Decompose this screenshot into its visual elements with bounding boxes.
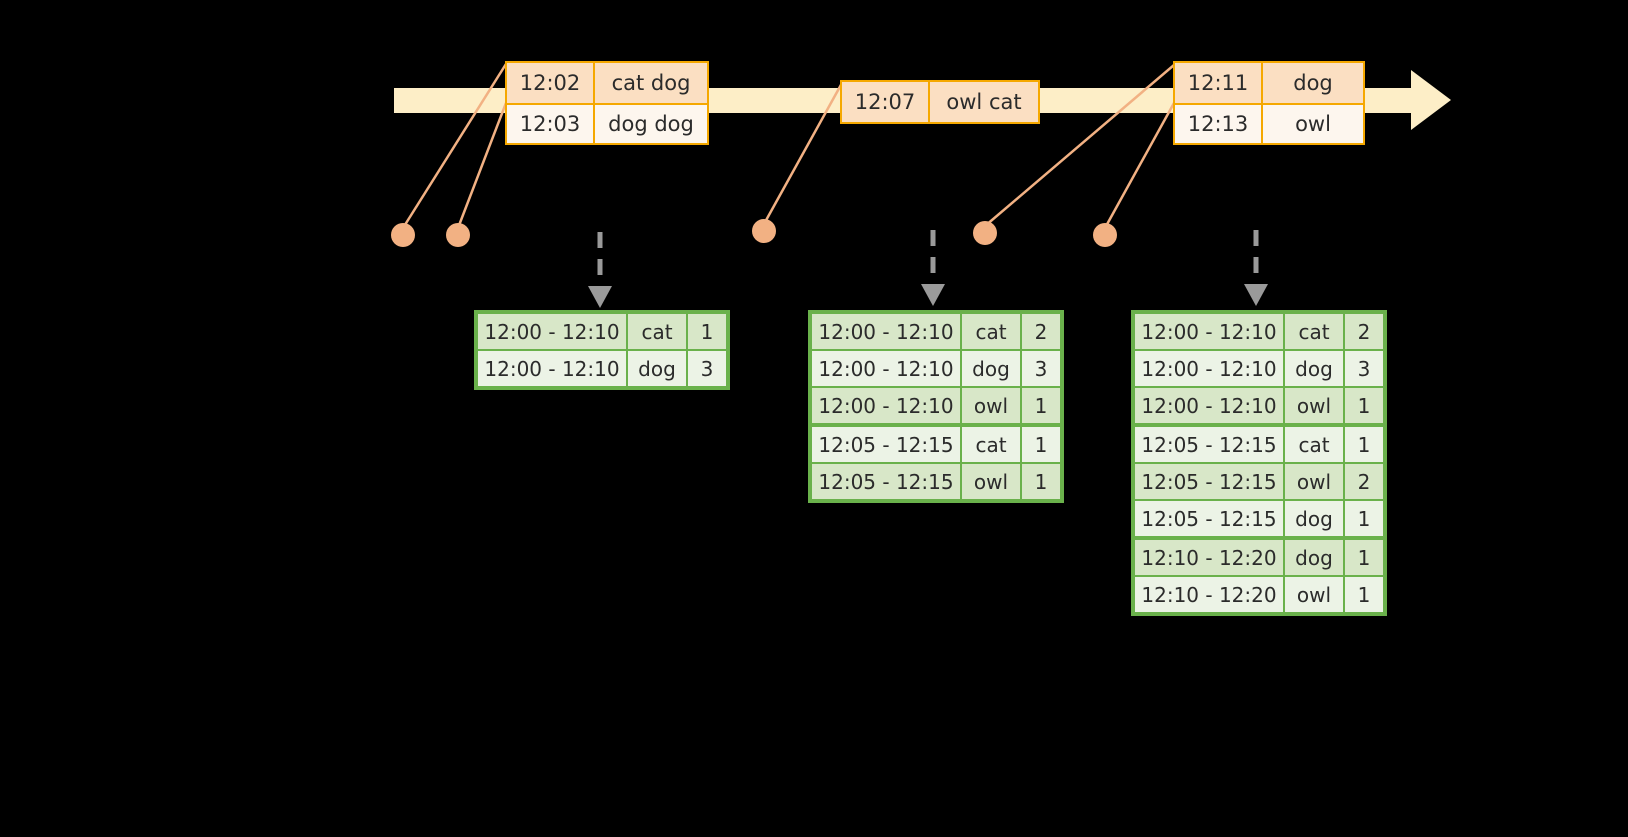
- count-cell: 1: [1345, 388, 1383, 423]
- word-cell: dog: [1285, 351, 1343, 386]
- dash-arrow-2: [918, 230, 948, 310]
- word-cell: owl: [1285, 464, 1343, 499]
- word-cell: cat: [962, 314, 1020, 349]
- window-cell: 12:00 - 12:10: [1135, 351, 1283, 386]
- event-words: owl cat: [930, 82, 1038, 122]
- event-time: 12:11: [1175, 63, 1263, 103]
- window-cell: 12:10 - 12:20: [1135, 540, 1283, 575]
- connector-line-5: [1103, 102, 1176, 229]
- count-cell: 2: [1022, 314, 1060, 349]
- count-cell: 2: [1345, 314, 1383, 349]
- word-cell: owl: [1285, 388, 1343, 423]
- stream-dot-2: [446, 223, 470, 247]
- event-time: 12:13: [1175, 105, 1263, 143]
- connector-line-2: [456, 102, 508, 229]
- word-cell: owl: [1285, 577, 1343, 612]
- stream-dot-5: [1093, 223, 1117, 247]
- stream-dot-3: [752, 219, 776, 243]
- window-cell: 12:05 - 12:15: [812, 464, 960, 499]
- word-cell: cat: [962, 427, 1020, 462]
- stream-dot-1: [391, 223, 415, 247]
- window-cell: 12:00 - 12:10: [1135, 314, 1283, 349]
- word-cell: dog: [628, 351, 686, 386]
- window-cell: 12:00 - 12:10: [478, 314, 626, 349]
- arrow-right-icon: [1411, 70, 1451, 130]
- word-cell: cat: [1285, 314, 1343, 349]
- stream-dot-4: [973, 221, 997, 245]
- word-cell: dog: [962, 351, 1020, 386]
- event-words: cat dog: [595, 63, 707, 103]
- window-cell: 12:05 - 12:15: [1135, 464, 1283, 499]
- word-cell: dog: [1285, 501, 1343, 536]
- event-words: dog: [1263, 63, 1363, 103]
- count-cell: 1: [1022, 388, 1060, 423]
- word-cell: cat: [1285, 427, 1343, 462]
- count-cell: 3: [1345, 351, 1383, 386]
- count-cell: 1: [1345, 577, 1383, 612]
- word-cell: owl: [962, 388, 1020, 423]
- count-cell: 1: [688, 314, 726, 349]
- count-cell: 2: [1345, 464, 1383, 499]
- window-cell: 12:10 - 12:20: [1135, 577, 1283, 612]
- count-cell: 1: [1022, 427, 1060, 462]
- window-cell: 12:05 - 12:15: [812, 427, 960, 462]
- count-cell: 3: [1022, 351, 1060, 386]
- event-time: 12:07: [842, 82, 930, 122]
- window-cell: 12:00 - 12:10: [812, 351, 960, 386]
- window-cell: 12:00 - 12:10: [478, 351, 626, 386]
- count-cell: 1: [1345, 427, 1383, 462]
- count-cell: 1: [1345, 540, 1383, 575]
- event-time: 12:03: [507, 105, 595, 143]
- window-cell: 12:00 - 12:10: [1135, 388, 1283, 423]
- word-cell: dog: [1285, 540, 1343, 575]
- window-cell: 12:00 - 12:10: [812, 314, 960, 349]
- window-cell: 12:05 - 12:15: [1135, 501, 1283, 536]
- event-time: 12:02: [507, 63, 595, 103]
- count-cell: 3: [688, 351, 726, 386]
- count-cell: 1: [1022, 464, 1060, 499]
- event-words: owl: [1263, 105, 1363, 143]
- count-cell: 1: [1345, 501, 1383, 536]
- window-cell: 12:05 - 12:15: [1135, 427, 1283, 462]
- event-words: dog dog: [595, 105, 707, 143]
- window-cell: 12:00 - 12:10: [812, 388, 960, 423]
- word-cell: owl: [962, 464, 1020, 499]
- word-cell: cat: [628, 314, 686, 349]
- dash-arrow-1: [585, 232, 615, 312]
- dash-arrow-3: [1241, 230, 1271, 310]
